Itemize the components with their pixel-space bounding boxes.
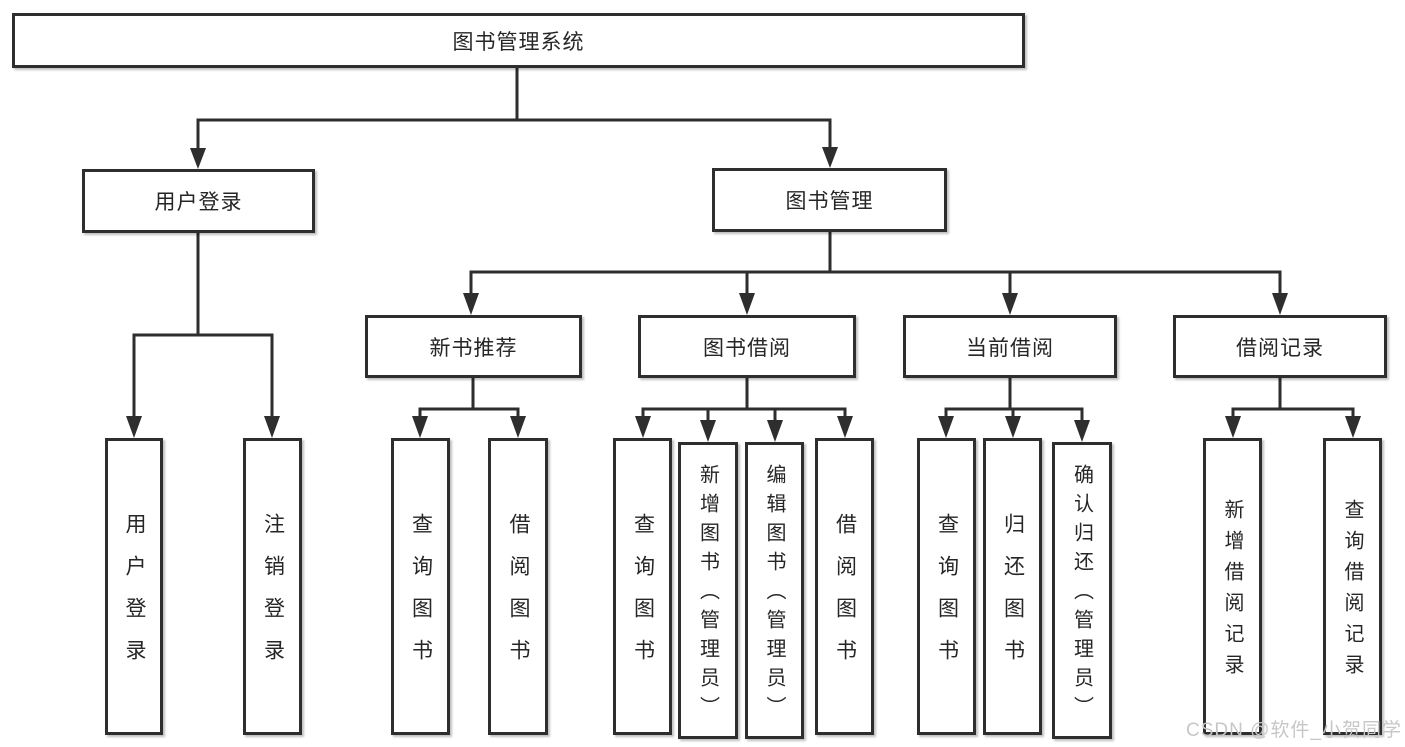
node-book-management: 图书管理 [712,168,947,232]
node-current-borrow-label: 当前借阅 [966,336,1054,360]
node-user-login-label: 用户登录 [154,191,243,214]
leaf-user-login-label: 用户登录 [123,512,146,681]
leaf-recommend-query-books: 查询图书 [391,438,450,735]
leaf-logout: 注销登录 [243,438,302,735]
leaf-records-query-record-label: 查询借阅记录 [1341,498,1363,685]
connector-user-login [126,233,280,438]
connector-borrow-records [1225,378,1361,438]
leaf-borrow-add-books-admin: 新增图书（管理员） [678,442,738,739]
node-borrow-records: 借阅记录 [1173,315,1387,378]
leaf-borrow-add-books-admin-label: 新增图书（管理员） [696,464,719,725]
leaf-borrow-query-books: 查询图书 [613,438,672,735]
leaf-recommend-query-books-label: 查询图书 [409,512,433,681]
leaf-borrow-edit-books-admin: 编辑图书（管理员） [745,442,804,739]
connector-root [190,68,838,169]
node-current-borrow: 当前借阅 [903,315,1117,378]
connector-book-management [463,232,1288,315]
leaf-user-login: 用户登录 [105,438,163,735]
leaf-current-confirm-return-admin: 确认归还（管理员） [1052,442,1112,739]
leaf-borrow-query-books-label: 查询图书 [631,512,655,681]
leaf-current-query-books-label: 查询图书 [935,512,959,681]
leaf-borrow-borrow-books-label: 借阅图书 [833,512,857,681]
leaf-current-return-books-label: 归还图书 [1001,512,1025,681]
node-user-login: 用户登录 [82,169,315,233]
node-new-book-recommend: 新书推荐 [365,315,582,378]
connector-book-borrow [635,378,853,442]
leaf-borrow-borrow-books: 借阅图书 [815,438,874,735]
connector-new-book-recommend [412,378,526,438]
connector-current-borrow [938,378,1090,442]
leaf-logout-label: 注销登录 [261,512,285,681]
leaf-current-return-books: 归还图书 [983,438,1042,735]
node-root: 图书管理系统 [12,13,1025,68]
leaf-borrow-edit-books-admin-label: 编辑图书（管理员） [763,464,785,725]
node-root-label: 图书管理系统 [452,30,585,54]
leaf-recommend-borrow-books-label: 借阅图书 [507,512,530,681]
leaf-records-query-record: 查询借阅记录 [1323,438,1382,735]
node-book-borrow-label: 图书借阅 [703,336,791,360]
leaf-records-add-record: 新增借阅记录 [1203,438,1262,735]
watermark: CSDN @软件_小贺同学 [1186,720,1402,741]
node-book-borrow: 图书借阅 [638,315,856,378]
node-book-management-label: 图书管理 [785,190,874,213]
node-borrow-records-label: 借阅记录 [1236,336,1324,360]
leaf-records-add-record-label: 新增借阅记录 [1221,498,1243,685]
leaf-recommend-borrow-books: 借阅图书 [488,438,548,735]
node-new-book-recommend-label: 新书推荐 [429,336,518,360]
leaf-current-query-books: 查询图书 [917,438,976,735]
leaf-current-confirm-return-admin-label: 确认归还（管理员） [1070,464,1093,725]
